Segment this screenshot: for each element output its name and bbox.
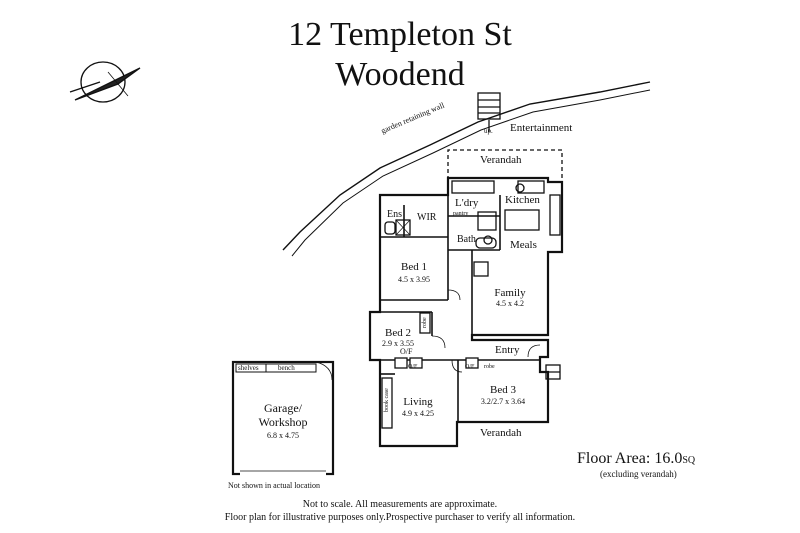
family-label: Family xyxy=(494,287,526,299)
garage-size: 6.8 x 4.75 xyxy=(267,431,299,440)
wir-label: WIR xyxy=(417,212,437,223)
verandah-top-outline xyxy=(447,149,563,180)
bed3-label: Bed 3 xyxy=(490,384,516,396)
bed3-of-label: O/F xyxy=(465,364,475,370)
laundry-label: L'dry xyxy=(455,197,479,209)
garage-walls xyxy=(231,360,335,476)
floor-area-value: Floor Area: 16.0 xyxy=(577,450,683,467)
verandah-bottom-label: Verandah xyxy=(480,427,522,439)
disclaimer-line2: Floor plan for illustrative purposes onl… xyxy=(224,512,576,523)
kitchen-label: Kitchen xyxy=(505,194,540,206)
meals-label: Meals xyxy=(510,239,537,251)
floor-area-label: Floor Area: 16.0SQ xyxy=(577,451,695,467)
bed3-robe-label: robe xyxy=(484,364,495,370)
garage-label-line2: Workshop xyxy=(258,415,308,429)
bed2-size: 2.9 x 3.55 xyxy=(382,339,414,348)
entertainment-stairs xyxy=(477,92,501,132)
family-size: 4.5 x 4.2 xyxy=(496,299,524,308)
ensuite-label: Ens xyxy=(387,209,402,220)
page-subtitle: Woodend xyxy=(335,56,465,93)
garage-note: Not shown in actual location xyxy=(228,481,320,490)
disclaimer-line1: Not to scale. All measurements are appro… xyxy=(302,499,498,510)
bed2-of-label: O/F xyxy=(400,347,413,356)
page-title: 12 Templeton St xyxy=(288,16,512,53)
verandah-top-label: Verandah xyxy=(480,154,522,166)
garage-shelves-label: shelves xyxy=(238,364,259,372)
floor-area-unit: SQ xyxy=(682,455,696,466)
garage-bench-label: bench xyxy=(278,364,295,372)
compass-icon xyxy=(69,61,141,103)
bed1-label: Bed 1 xyxy=(401,261,427,273)
bed2-label: Bed 2 xyxy=(385,327,411,339)
entry-label: Entry xyxy=(495,344,520,356)
living-size: 4.9 x 4.25 xyxy=(402,409,434,418)
living-label: Living xyxy=(403,396,433,408)
retaining-wall xyxy=(282,81,651,251)
living-of-label: O/F xyxy=(408,364,418,370)
bed1-size: 4.5 x 3.95 xyxy=(398,275,430,284)
entertainment-label: Entertainment xyxy=(510,122,573,134)
bed3-size: 3.2/2.7 x 3.64 xyxy=(480,397,526,406)
bath-label: Bath xyxy=(457,234,476,245)
pantry-label: pantry xyxy=(453,211,469,217)
bed2-robe-label: robe xyxy=(422,317,428,328)
stairs-label: up. xyxy=(484,127,493,135)
garage-label-line1: Garage/ xyxy=(264,401,302,415)
floor-area-note: (excluding verandah) xyxy=(600,469,677,479)
